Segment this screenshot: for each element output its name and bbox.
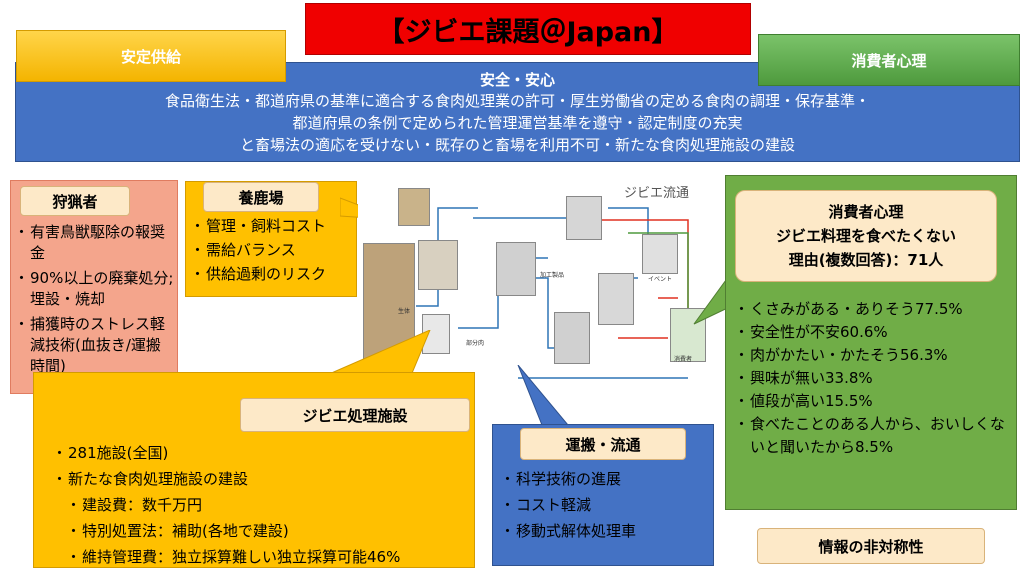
deer-farm-image — [398, 188, 430, 226]
list-item: コスト軽減 — [500, 492, 710, 518]
list-item: 値段が高い15.5% — [734, 390, 1014, 413]
list-item: 特別処置法：補助(各地で建設) — [66, 518, 472, 544]
list-item: 供給過剰のリスク — [190, 264, 355, 285]
list-item: 安全性が不安60.6% — [734, 321, 1014, 344]
list-item: 興味が無い33.8% — [734, 367, 1014, 390]
consumer-heading: 消費者心理 ジビエ料理を食べたくない 理由(複数回答)：71人 — [735, 190, 997, 282]
consumer-list: くさみがある・ありそう77.5% 安全性が不安60.6% 肉がかたい・かたそう5… — [734, 298, 1014, 459]
safety-heading: 安全・安心 — [479, 71, 555, 89]
list-item: 食べたことのある人から、おいしくないと聞いたから8.5% — [734, 413, 1014, 459]
list-item: 肉がかたい・かたそう56.3% — [734, 344, 1014, 367]
flow-small-label: 加工製品 — [540, 272, 565, 279]
safety-line: と畜場法の適応を受けない・既存のと畜場を利用不可・新たな食肉処理施設の建設 — [239, 136, 795, 154]
flow-small-label: 部分肉 — [466, 340, 485, 347]
safety-line: 食品衛生法・都道府県の基準に適合する食肉処理業の許可・厚生労働省の定める食肉の調… — [164, 92, 870, 110]
stable-supply-tag-front: 安定供給 — [16, 30, 286, 82]
event-image — [642, 234, 678, 274]
list-item: 移動式解体処理車 — [500, 518, 710, 544]
list-item: 281施設(全国) — [52, 440, 472, 466]
consumer-psychology-tag-front: 消費者心理 — [758, 34, 1020, 86]
list-item: 新たな食肉処理施設の建設 — [52, 466, 472, 492]
hunter-image — [418, 240, 458, 290]
list-item: 建設費：数千万円 — [66, 492, 472, 518]
info-asymmetry-label: 情報の非対称性 — [757, 528, 985, 564]
list-item: 捕獲時のストレス軽減技術(血抜き/運搬時間) — [14, 314, 174, 377]
consumer-heading-line: 消費者心理 — [828, 203, 904, 221]
list-item: 科学技術の進展 — [500, 466, 710, 492]
hunter-list: 有害鳥獣駆除の報奨金 90%以上の廃棄処分;埋設・焼却 捕獲時のストレス軽減技術… — [14, 222, 174, 381]
transport-heading: 運搬・流通 — [520, 428, 686, 460]
list-item: 有害鳥獣駆除の報奨金 — [14, 222, 174, 264]
flow-label: ジビエ流通 — [624, 186, 690, 201]
list-item: 需給バランス — [190, 240, 355, 261]
transport-callout-pointer — [517, 365, 570, 426]
deer-farm-list: 管理・飼料コスト 需給バランス 供給過剰のリスク — [190, 216, 355, 288]
transport-list: 科学技術の進展 コスト軽減 移動式解体処理車 — [500, 466, 710, 544]
facility-heading: ジビエ処理施設 — [240, 398, 470, 432]
store-image — [554, 312, 590, 364]
processing-plant-image — [496, 242, 536, 296]
list-item: 管理・飼料コスト — [190, 216, 355, 237]
deer-farm-heading: 養鹿場 — [203, 182, 319, 212]
shop-image — [598, 273, 634, 325]
flow-small-label: 生体 — [398, 308, 411, 315]
list-item: くさみがある・ありそう77.5% — [734, 298, 1014, 321]
flow-small-label: 消費者 — [674, 356, 693, 363]
restaurant-image — [566, 196, 602, 240]
consumer-heading-line: ジビエ料理を食べたくない — [775, 227, 956, 245]
list-item: 90%以上の廃棄処分;埋設・焼却 — [14, 268, 174, 310]
hunter-heading: 狩猟者 — [20, 186, 130, 216]
list-item: 維持管理費：独立採算難しい独立採算可能46% — [66, 544, 472, 570]
page-title: 【ジビエ課題＠Japan】 — [305, 3, 751, 55]
safety-line: 都道府県の条例で定められた管理運営基準を遵守・認定制度の充実 — [292, 114, 743, 132]
facility-list: 281施設(全国) 新たな食肉処理施設の建設 建設費：数千万円 特別処置法：補助… — [52, 440, 472, 570]
consumer-heading-line: 理由(複数回答)：71人 — [788, 251, 944, 269]
flow-small-label: イベント — [648, 276, 673, 283]
